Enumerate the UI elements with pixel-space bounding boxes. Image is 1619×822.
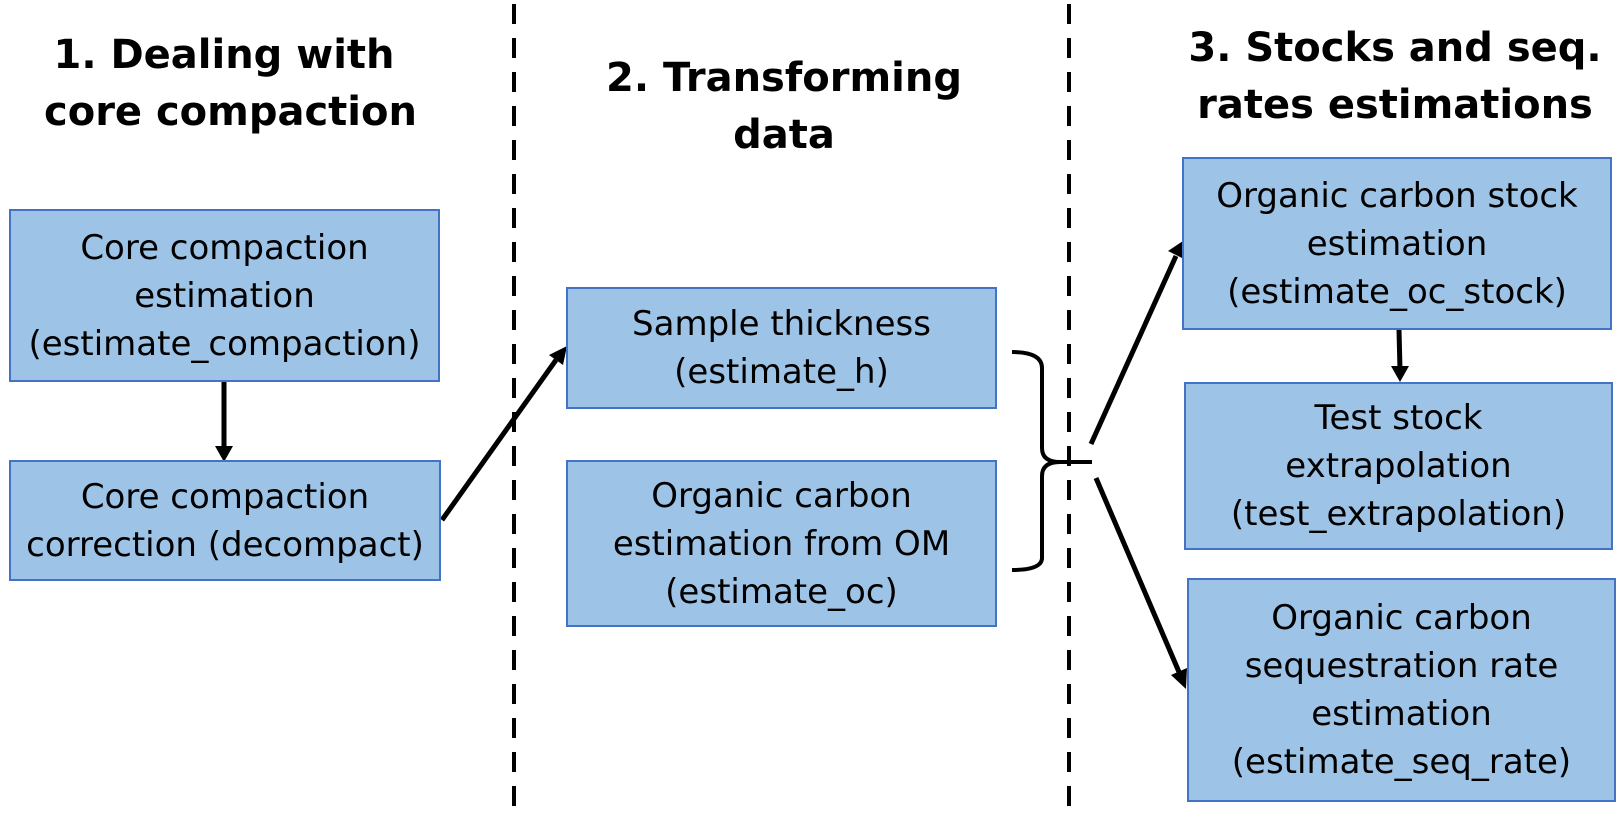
box-test-stock-extrapolation-line-2: extrapolation	[1285, 446, 1512, 486]
box-sequestration-rate: Organic carbon sequestration rate estima…	[1187, 578, 1616, 802]
arrow-stock-to-extrapolation	[1396, 329, 1403, 371]
box-sequestration-rate-line-3: estimation	[1311, 694, 1492, 734]
box-test-stock-extrapolation: Test stock extrapolation (test_extrapola…	[1184, 382, 1613, 550]
box-core-compaction-estimation-line-3: (estimate_compaction)	[28, 323, 421, 364]
arrow-bracket-to-stock	[1088, 254, 1179, 446]
box-core-compaction-correction-line-1: Core compaction	[80, 476, 370, 517]
heading-column-1: 1. Dealing with core compaction	[44, 27, 417, 141]
box-core-compaction-estimation: Core compaction estimation (estimate_com…	[9, 209, 440, 382]
box-organic-carbon-stock-line-3: (estimate_oc_stock)	[1227, 271, 1567, 312]
heading-column-2-line-2: data	[733, 112, 835, 158]
box-test-stock-extrapolation-line-3: (test_extrapolation)	[1230, 494, 1567, 534]
box-organic-carbon-estimation-line-3: (estimate_oc)	[665, 571, 898, 612]
heading-column-1-line-2: core compaction	[44, 89, 417, 135]
heading-column-3-line-1: 3. Stocks and seq.	[1188, 25, 1602, 71]
box-organic-carbon-stock-line-1: Organic carbon stock	[1216, 175, 1578, 216]
box-sequestration-rate-line-2: sequestration rate	[1244, 646, 1559, 686]
box-organic-carbon-stock-line-2: estimation	[1306, 223, 1488, 264]
arrowhead-estimation-to-correction	[215, 446, 233, 462]
box-core-compaction-estimation-line-2: estimation	[134, 275, 315, 316]
box-sample-thickness: Sample thickness (estimate_h)	[566, 287, 997, 409]
grouping-brace	[1011, 350, 1092, 572]
box-organic-carbon-estimation-line-2: estimation from OM	[612, 523, 951, 564]
arrowhead-bracket-to-stock	[1168, 241, 1184, 259]
heading-column-2: 2. Transforming data	[604, 50, 964, 164]
arrowhead-correction-to-thickness	[549, 346, 567, 365]
box-core-compaction-correction-line-2: correction (decompact)	[26, 524, 424, 565]
heading-column-2-line-1: 2. Transforming	[606, 55, 962, 101]
arrowhead-bracket-to-seq-rate	[1171, 668, 1187, 689]
box-sequestration-rate-line-4: (estimate_seq_rate)	[1231, 742, 1572, 782]
box-sequestration-rate-line-1: Organic carbon	[1271, 598, 1532, 638]
heading-column-3-line-2: rates estimations	[1197, 82, 1593, 128]
box-organic-carbon-stock: Organic carbon stock estimation (estimat…	[1182, 157, 1612, 330]
heading-column-1-line-1: 1. Dealing with	[53, 32, 395, 78]
box-sample-thickness-line-2: (estimate_h)	[674, 352, 889, 392]
box-organic-carbon-estimation-line-1: Organic carbon	[651, 475, 912, 516]
arrow-bracket-to-seq-rate	[1093, 477, 1182, 673]
arrow-correction-to-thickness	[439, 358, 559, 522]
box-sample-thickness-line-1: Sample thickness	[632, 304, 931, 344]
box-test-stock-extrapolation-line-1: Test stock	[1314, 398, 1483, 438]
arrowhead-stock-to-extrapolation	[1391, 366, 1409, 382]
heading-column-3: 3. Stocks and seq. rates estimations	[1180, 20, 1610, 134]
box-core-compaction-estimation-line-1: Core compaction	[80, 227, 369, 268]
box-core-compaction-correction: Core compaction correction (decompact)	[9, 460, 441, 581]
box-organic-carbon-estimation: Organic carbon estimation from OM (estim…	[566, 460, 997, 627]
